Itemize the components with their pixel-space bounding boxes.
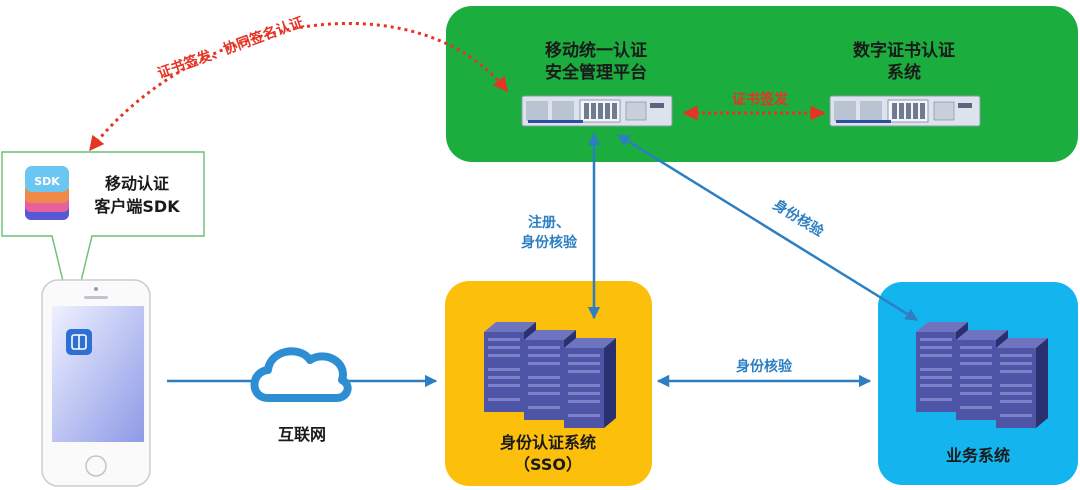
mobile-auth-platform-title: 移动统一认证安全管理平台 — [545, 40, 647, 83]
rack-server-icon — [521, 95, 673, 127]
business-system-label: 业务系统 — [946, 446, 1010, 465]
sdk-stack-icon: SDK — [25, 166, 69, 220]
cloud-icon — [250, 347, 352, 402]
identity-verify-h-label: 身份核验 — [736, 358, 793, 375]
identity-system-label: 身份认证系统（SSO） — [500, 433, 596, 474]
cert-sign-label: 证书签发 — [732, 91, 789, 108]
sdk-label: 移动认证客户端SDK — [94, 174, 180, 216]
internet-label: 互联网 — [278, 425, 326, 444]
mobile-auth-platform-box — [446, 6, 1078, 162]
rack-server-icon — [829, 95, 981, 127]
app-icon — [66, 329, 92, 355]
cert-sign-coop-label: 证书签发、协同签名认证 — [155, 13, 306, 82]
cert-sign-coop-arrow — [88, 21, 509, 152]
register-verify-label: 注册、身份核验 — [521, 214, 578, 251]
cert-system-title: 数字证书认证系统 — [853, 40, 955, 83]
sdk-icon-text: SDK — [34, 175, 60, 188]
identity-verify-diag-arrow — [616, 133, 919, 322]
smartphone-icon — [41, 279, 151, 487]
